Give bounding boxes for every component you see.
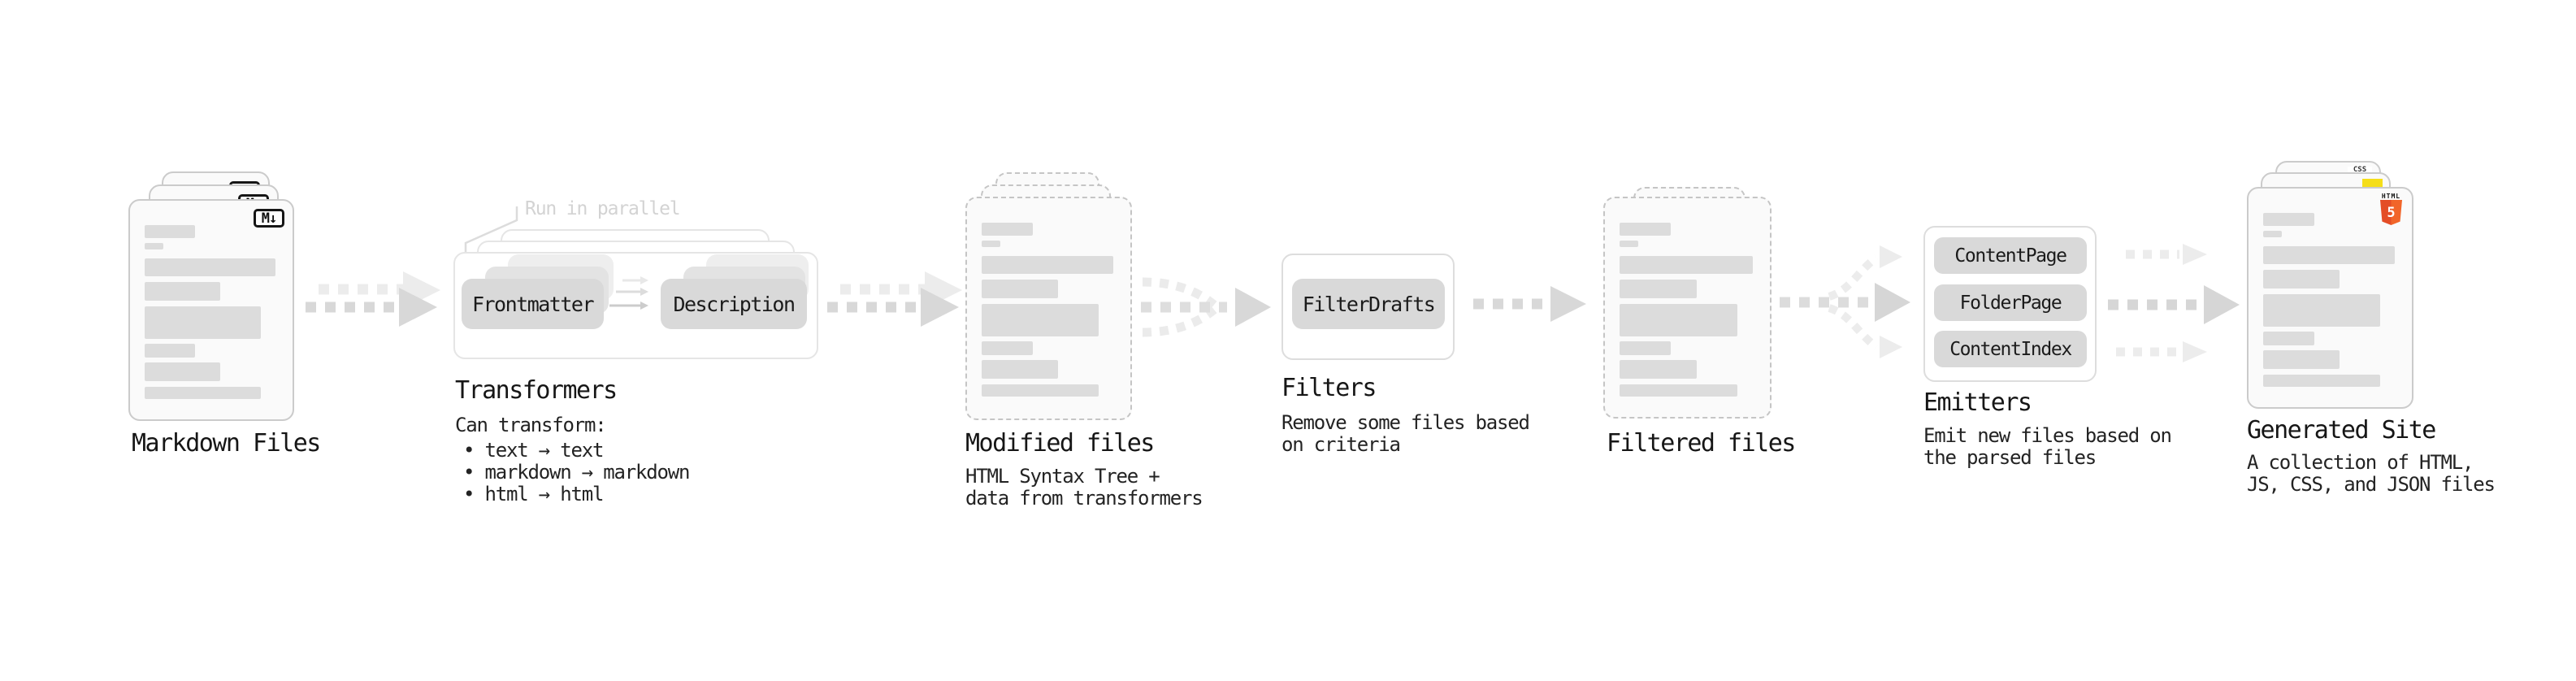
generated-file-card-html: HTML 5 [2247,187,2413,409]
placeholder-bar [982,241,1001,247]
placeholder-bar [982,223,1033,236]
flow-arrow-markdown-to-transformers [306,271,440,327]
placeholder-bar [145,344,196,358]
flow-arrows-emitters-to-generated [2108,244,2240,362]
placeholder-bar [982,341,1033,355]
placeholder-bar [982,384,1099,397]
modified-desc-line: data from transformers [965,487,1203,510]
placeholder-bar [1620,280,1698,298]
document-placeholder-lines [1620,223,1755,397]
flow-arrow-modified-to-filters-converge [1141,277,1271,337]
html5-icon-label: HTML [2381,193,2401,200]
placeholder-bar [1620,341,1672,355]
transformers-desc-line: • text → text [463,439,604,462]
html5-icon: HTML 5 [2380,193,2402,225]
placeholder-bar [1620,384,1738,397]
stage-label-transformers: Transformers [455,376,618,405]
stage-label-filters: Filters [1281,374,1377,402]
flow-arrow-filtered-to-emitters-fork [1780,245,1910,358]
placeholder-bar [145,282,221,301]
css-icon-label: CSS [2353,166,2367,174]
transformer-pill-description: Description [661,279,807,329]
generated-desc-line: JS, CSS, and JSON files [2247,473,2496,496]
emitter-pill-folderpage: FolderPage [1934,284,2087,321]
stage-label-filtered-files: Filtered files [1607,429,1796,458]
placeholder-bar [982,304,1099,336]
filters-desc-line: Remove some files based [1281,411,1530,434]
document-placeholder-lines [982,223,1116,397]
run-in-parallel-connector-line [464,206,518,254]
flow-arrow-transformers-to-modified [827,271,962,327]
markdown-icon: M↓ [254,209,284,228]
stage-label-emitters: Emitters [1923,388,2032,417]
parallel-transform-arrows-icon [609,276,648,310]
transformers-desc-line: • html → html [463,483,604,505]
placeholder-bar [1620,256,1753,274]
modified-desc-line: HTML Syntax Tree + [965,465,1160,488]
filters-desc-line: on criteria [1281,433,1401,456]
placeholder-bar [982,280,1059,298]
emitters-desc-line: the parsed files [1923,446,2097,469]
markdown-file-card-front: M↓ [128,199,294,421]
placeholder-bar [2263,294,2380,327]
placeholder-bar [145,387,261,399]
generated-desc-line: A collection of HTML, [2247,451,2474,474]
placeholder-bar [2263,332,2314,345]
transformer-pill-frontmatter: Frontmatter [462,279,604,329]
document-placeholder-lines [2263,213,2397,387]
transformers-desc-line: • markdown → markdown [463,461,690,484]
placeholder-bar [2263,246,2395,264]
placeholder-bar [145,258,275,276]
placeholder-bar [982,360,1059,379]
placeholder-bar [2263,270,2340,288]
placeholder-bar [982,256,1113,274]
placeholder-bar [2263,375,2380,387]
placeholder-bar [145,362,221,381]
flow-arrow-filters-to-filtered [1473,286,1586,322]
run-in-parallel-annotation: Run in parallel [525,198,681,219]
document-placeholder-lines [145,225,278,399]
placeholder-bar [1620,223,1672,236]
placeholder-bar [1620,241,1639,247]
placeholder-bar [1620,304,1738,336]
placeholder-bar [145,306,261,339]
emitter-pill-contentindex: ContentIndex [1934,331,2087,367]
stage-label-generated-site: Generated Site [2247,416,2436,445]
modified-file-card-front [965,197,1132,420]
placeholder-bar [2263,231,2283,237]
placeholder-bar [145,225,196,238]
html5-icon-number: 5 [2387,204,2396,221]
filtered-file-card-front [1603,197,1772,419]
placeholder-bar [1620,360,1698,379]
stage-label-modified-files: Modified files [965,429,1155,458]
emitter-pill-contentpage: ContentPage [1934,237,2087,274]
stage-label-markdown-files: Markdown Files [132,429,321,458]
placeholder-bar [2263,213,2314,226]
placeholder-bar [2263,350,2340,369]
transformers-desc-line: Can transform: [455,414,607,436]
placeholder-bar [145,243,163,249]
filter-pill-filterdrafts: FilterDrafts [1292,279,1445,329]
emitters-desc-line: Emit new files based on [1923,424,2172,447]
